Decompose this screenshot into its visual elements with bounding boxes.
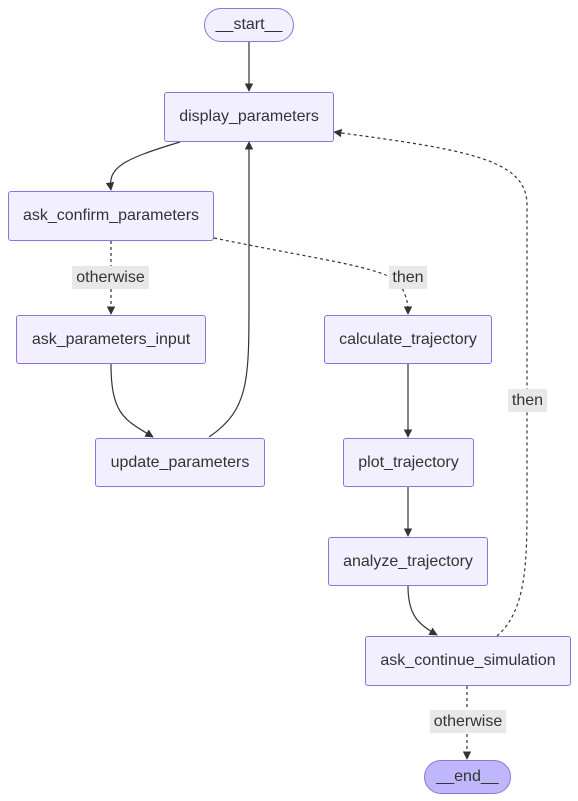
edge-label-otherwise: otherwise	[72, 266, 149, 289]
node-analyze-trajectory[interactable]: analyze_trajectory	[328, 537, 488, 586]
node-ask-continue-simulation[interactable]: ask_continue_simulation	[365, 636, 571, 686]
edge-label-then: then	[508, 389, 547, 412]
edge-display-askconfirm	[105, 141, 181, 191]
node-plot-trajectory[interactable]: plot_trajectory	[343, 438, 474, 487]
node-calculate-trajectory[interactable]: calculate_trajectory	[324, 315, 492, 364]
edge-update-display	[208, 141, 254, 438]
node-display-parameters[interactable]: display_parameters	[164, 92, 334, 142]
node-update-parameters[interactable]: update_parameters	[95, 438, 265, 487]
edge-input-update	[110, 363, 154, 438]
edge-analyze-continue	[407, 585, 438, 636]
node-ask-parameters-input[interactable]: ask_parameters_input	[16, 315, 206, 364]
edge-label-then: then	[389, 266, 427, 289]
node-ask-confirm-parameters[interactable]: ask_confirm_parameters	[8, 191, 214, 241]
edge-askconfirm-calculate	[213, 237, 413, 315]
edge-continue-display	[333, 128, 528, 637]
edge-label-otherwise: otherwise	[430, 710, 506, 733]
node-end[interactable]: __end__	[424, 760, 511, 794]
node-start[interactable]: __start__	[204, 8, 294, 42]
